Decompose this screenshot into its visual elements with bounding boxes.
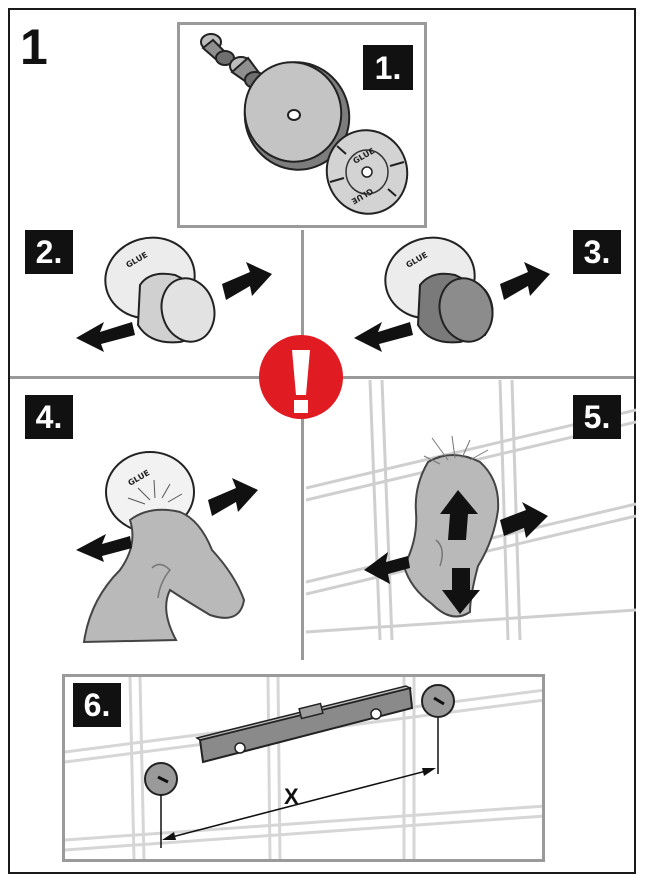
- warning-icon: [259, 335, 343, 419]
- wall-tiles-6: [65, 677, 542, 859]
- arrow-right-icon-3: [500, 262, 550, 300]
- cap-parts-icon: [200, 33, 351, 171]
- cloth-icon: [82, 479, 246, 644]
- step-badge-3: 3.: [573, 230, 621, 274]
- arrow-left-icon: [76, 322, 135, 352]
- panel-1-border: [177, 22, 427, 228]
- wall-plug-icon-left: [144, 762, 178, 796]
- knob-dark-icon: GLUE: [384, 236, 494, 344]
- arrow-down-icon: [442, 568, 480, 614]
- panel-6-border: [62, 674, 545, 862]
- arrow-left-icon-5: [364, 552, 410, 584]
- arrow-right-icon-5: [500, 502, 548, 538]
- arrow-left-icon-3: [354, 322, 413, 352]
- distance-label: X: [284, 784, 299, 809]
- wall-plug-icon-right: [421, 684, 455, 718]
- main-step-number: 1: [20, 19, 48, 75]
- arrow-up-icon: [440, 490, 478, 540]
- pin-small: [200, 33, 235, 66]
- arrow-left-icon-4: [76, 534, 132, 562]
- dimension-line: [160, 718, 439, 848]
- adhesive-disc-icon: GLUE GLUE: [325, 129, 409, 215]
- vertical-divider: [301, 230, 304, 660]
- step-badge-2: 2.: [25, 230, 73, 274]
- arrow-right-icon: [222, 262, 272, 300]
- step-badge-1: 1.: [363, 45, 413, 90]
- instruction-frame: [8, 8, 636, 874]
- step-badge-4: 4.: [25, 395, 73, 439]
- knob-light-icon: GLUE: [104, 236, 216, 344]
- step-badge-5: 5.: [573, 395, 621, 439]
- step-badge-6: 6.: [73, 683, 121, 727]
- spirit-level-icon: [195, 685, 414, 764]
- arrow-right-icon-4: [208, 478, 258, 516]
